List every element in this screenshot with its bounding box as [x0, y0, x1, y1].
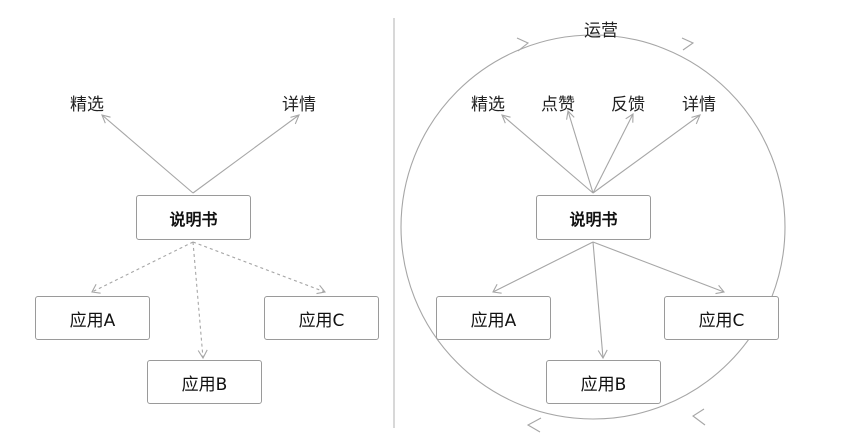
app-c-box: 应用C — [664, 296, 779, 340]
cycle-arrowhead — [526, 417, 542, 433]
left-edges — [91, 114, 327, 360]
edge-manual-to-app-b — [192, 241, 204, 359]
operation-cycle-ring — [400, 34, 786, 420]
target-detail: 详情 — [682, 95, 716, 115]
edge-manual-to-detail — [592, 114, 701, 194]
target-like: 点赞 — [541, 95, 575, 115]
manual-box: 说明书 — [536, 195, 651, 240]
arrowhead — [492, 284, 502, 294]
cycle-arrowhead — [681, 37, 695, 51]
edge-manual-to-select — [501, 114, 594, 194]
operation-cycle — [400, 34, 786, 433]
arrowhead — [625, 112, 634, 123]
edge-manual-to-like — [567, 110, 594, 194]
edge-manual-to-app-c — [192, 241, 326, 293]
cycle-label: 运营 — [584, 21, 618, 41]
app-b-box: 应用B — [147, 360, 262, 404]
edge-manual-to-app-b — [592, 241, 604, 359]
manual-box: 说明书 — [136, 195, 251, 240]
target-feedback: 反馈 — [611, 95, 645, 115]
app-a-box: 应用A — [436, 296, 551, 340]
arrowhead — [91, 284, 101, 294]
arrowhead — [566, 109, 575, 120]
app-a-box: 应用A — [35, 296, 150, 340]
arrowhead — [597, 349, 608, 360]
edge-manual-to-app-c — [592, 241, 725, 293]
right-edges — [492, 109, 726, 360]
arrowhead — [501, 114, 511, 124]
edge-manual-to-detail — [192, 114, 300, 194]
arrowhead — [197, 349, 208, 360]
target-select: 精选 — [471, 95, 505, 115]
arrowhead — [715, 284, 726, 295]
edge-manual-to-app-a — [91, 241, 194, 293]
cycle-arrowhead — [516, 37, 530, 52]
target-detail: 详情 — [282, 95, 316, 115]
app-b-box: 应用B — [546, 360, 661, 404]
arrowhead — [691, 114, 701, 125]
target-select: 精选 — [70, 95, 104, 115]
app-c-box: 应用C — [264, 296, 379, 340]
arrowhead — [290, 114, 300, 125]
edge-manual-to-select — [101, 114, 194, 194]
cycle-arrowhead — [692, 408, 706, 426]
arrowhead — [101, 114, 111, 124]
edge-manual-to-app-a — [492, 241, 594, 293]
arrowhead — [316, 284, 327, 295]
edge-manual-to-feedback — [592, 113, 634, 194]
